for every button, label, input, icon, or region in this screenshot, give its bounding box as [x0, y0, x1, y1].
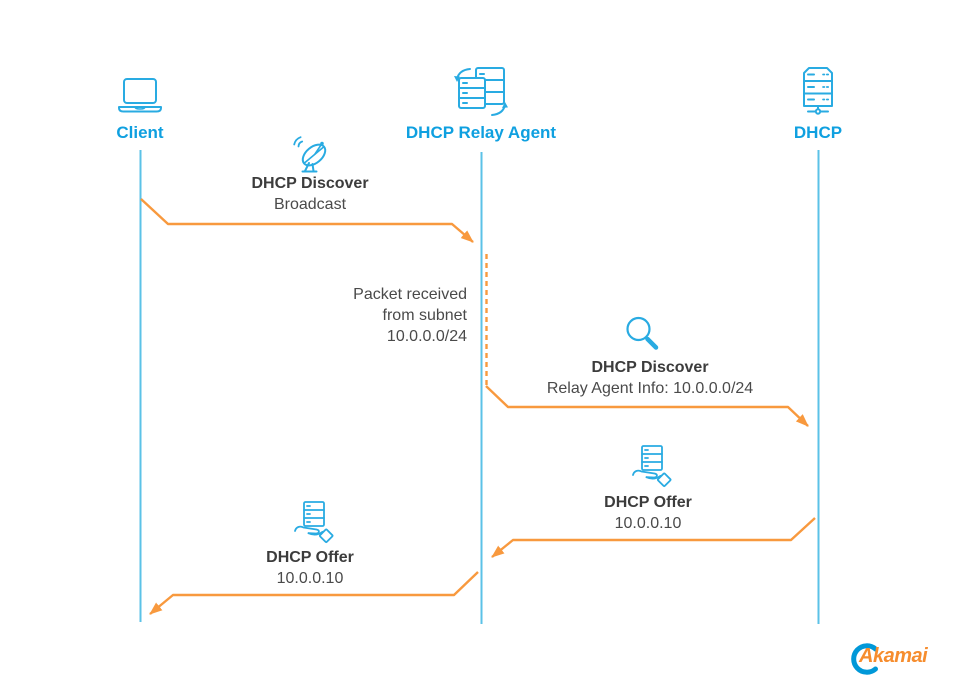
server-icon: [803, 67, 833, 115]
akamai-logo-text: Akamai: [859, 645, 928, 667]
note-line: from subnet: [382, 307, 467, 324]
message-discover-broadcast: DHCP Discover Broadcast: [200, 173, 420, 215]
relay-server-icon: [454, 67, 508, 116]
message-offer-to-relay: DHCP Offer 10.0.0.10: [538, 492, 758, 534]
akamai-logo: Akamai: [846, 637, 950, 681]
message-title: DHCP Offer: [266, 549, 354, 566]
actor-label-relay: DHCP Relay Agent: [405, 123, 557, 142]
magnifier-icon: [626, 316, 659, 350]
arrow-discover-relay: [485, 385, 809, 427]
arrow-offer-to-client: [149, 571, 479, 615]
message-subtitle: Relay Agent Info: 10.0.0.0/24: [546, 380, 754, 397]
message-discover-relay: DHCP Discover Relay Agent Info: 10.0.0.0…: [500, 357, 800, 399]
message-offer-to-client: DHCP Offer 10.0.0.10: [200, 547, 420, 589]
offer-hand-icon: [294, 501, 334, 543]
arrow-discover-broadcast: [140, 198, 474, 243]
message-title: DHCP Discover: [591, 359, 709, 376]
message-title: DHCP Discover: [251, 175, 369, 192]
broadcast-dish-icon: [293, 136, 327, 173]
offer-hand-icon: [632, 445, 672, 487]
arrow-offer-to-relay: [491, 517, 816, 558]
relay-note: Packet received from subnet 10.0.0.0/24: [290, 284, 467, 347]
actor-label-dhcp: DHCP: [793, 123, 843, 142]
message-subtitle: Broadcast: [273, 196, 347, 213]
note-line: Packet received: [353, 286, 467, 303]
message-subtitle: 10.0.0.10: [614, 515, 682, 532]
message-subtitle: 10.0.0.10: [276, 570, 344, 587]
actor-label-client: Client: [116, 123, 164, 142]
message-title: DHCP Offer: [604, 494, 692, 511]
akamai-swoosh-icon: [851, 643, 878, 675]
laptop-icon: [118, 78, 162, 113]
note-line: 10.0.0.0/24: [386, 328, 467, 345]
